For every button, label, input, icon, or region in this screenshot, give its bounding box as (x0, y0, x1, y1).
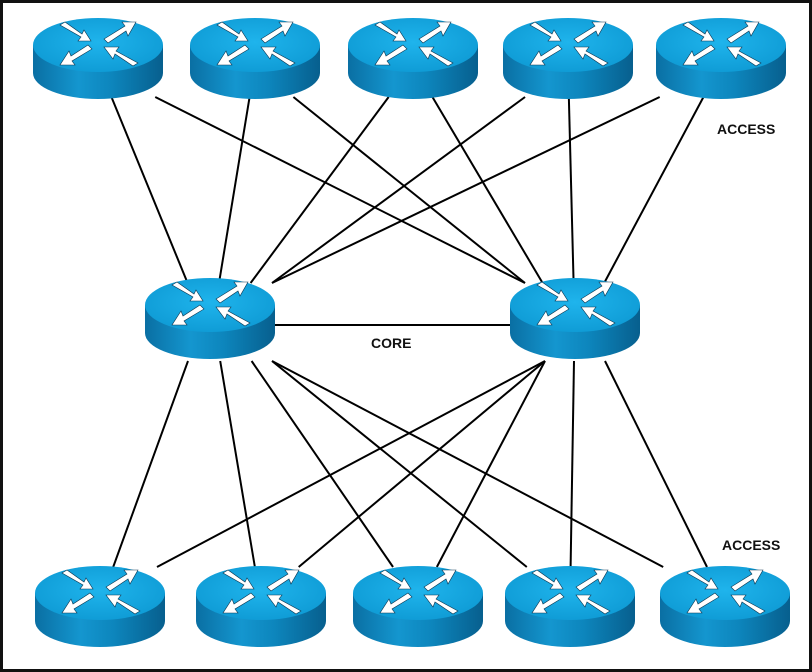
link-access-bottom-2-core-1 (219, 360, 256, 568)
access-top-5-router-icon (655, 17, 787, 100)
core-2-router-icon (509, 277, 641, 360)
link-access-top-1-core-1 (110, 96, 189, 284)
access-top-2-router-icon (189, 17, 321, 100)
link-access-bottom-3-core-2 (435, 360, 546, 568)
access-bottom-4-router-icon (504, 565, 636, 648)
access-top-4-router-icon (502, 17, 634, 100)
link-access-bottom-4-core-1 (271, 360, 528, 568)
link-access-bottom-3-core-1 (250, 360, 394, 568)
topology-canvas (32, 17, 791, 648)
links-layer (110, 96, 708, 568)
access-bottom-2-router-icon (195, 565, 327, 648)
link-access-bottom-2-core-2 (298, 360, 546, 568)
link-access-bottom-5-core-1 (271, 360, 664, 568)
link-access-top-3-core-1 (249, 96, 390, 284)
link-access-top-1-core-2 (154, 96, 526, 284)
access-top-3-router-icon (347, 17, 479, 100)
core-label: CORE (371, 335, 412, 351)
link-access-top-2-core-2 (292, 96, 526, 284)
link-access-top-5-core-2 (603, 96, 705, 284)
link-access-bottom-1-core-1 (112, 360, 189, 568)
access-bottom-1-router-icon (34, 565, 166, 648)
link-access-top-5-core-1 (271, 96, 661, 284)
link-access-bottom-1-core-2 (156, 360, 546, 568)
link-access-top-4-core-1 (271, 96, 526, 284)
access-bottom-3-router-icon (352, 565, 484, 648)
core-1-router-icon (144, 277, 276, 360)
access-top-1-router-icon (32, 17, 164, 100)
access-bottom-label: ACCESS (722, 537, 781, 553)
link-access-top-3-core-2 (431, 96, 544, 284)
link-access-top-4-core-2 (567, 96, 575, 284)
access-bottom-5-router-icon (659, 565, 791, 648)
access-top-label: ACCESS (717, 121, 776, 137)
link-access-top-2-core-1 (218, 96, 251, 284)
nodes-layer (32, 17, 791, 648)
link-access-bottom-4-core-2 (569, 360, 575, 568)
link-access-bottom-5-core-2 (604, 360, 708, 568)
